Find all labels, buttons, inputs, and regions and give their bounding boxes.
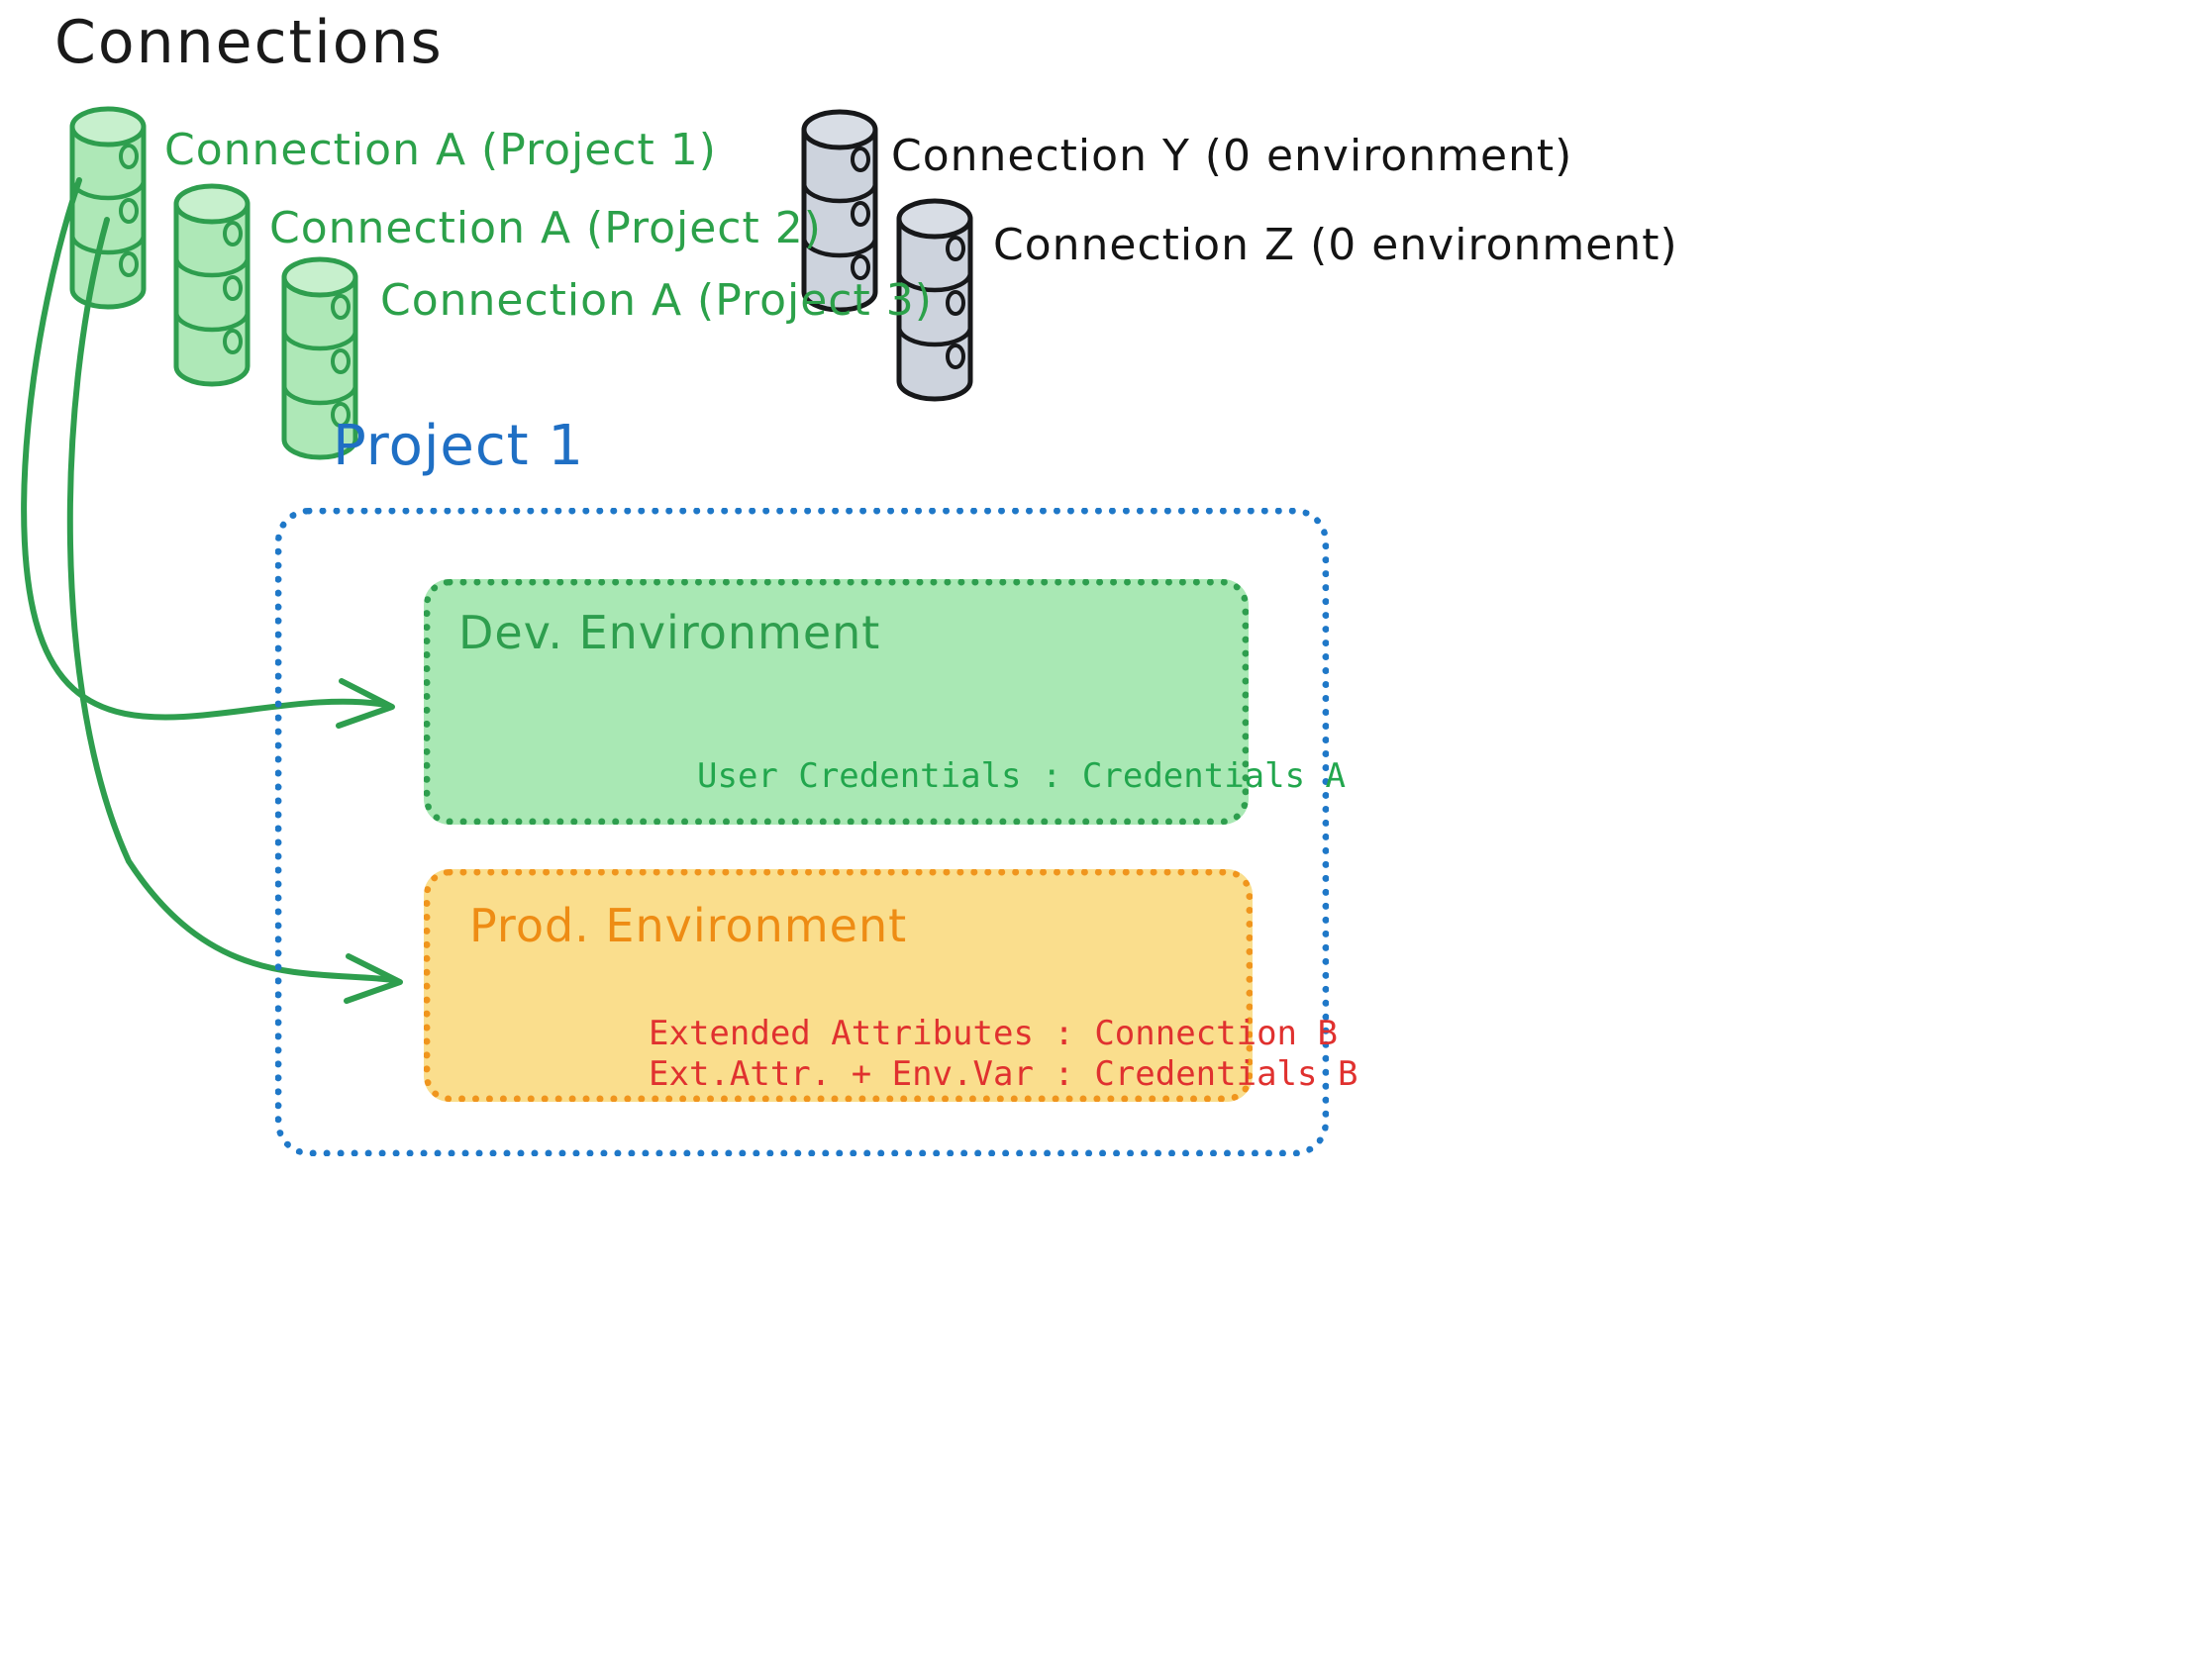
database-icon-connection-a2: [176, 186, 248, 384]
connection-label-y: Connection Y (0 environment): [891, 131, 1573, 181]
connection-label-a-project-3: Connection A (Project 3): [380, 275, 933, 326]
environment-box-dev[interactable]: [424, 579, 1249, 825]
database-icon-connection-a1: [72, 109, 144, 307]
connection-label-a-project-1: Connection A (Project 1): [164, 125, 717, 175]
connection-label-a-project-2: Connection A (Project 2): [269, 203, 822, 253]
environment-entry-prod-ext-attr-env-var: Ext.Attr. + Env.Var : Credentials B: [649, 1054, 1358, 1094]
environment-title-dev: Dev. Environment: [458, 606, 881, 659]
project-container: [275, 508, 1329, 1156]
environment-box-prod[interactable]: [424, 869, 1253, 1102]
connection-label-z: Connection Z (0 environment): [993, 220, 1678, 270]
page-title: Connections: [54, 8, 444, 77]
environment-entry-dev-user-credentials: User Credentials : Credentials A: [697, 756, 1347, 796]
environment-entry-prod-extended-attributes: Extended Attributes : Connection B: [649, 1014, 1338, 1053]
project-title: Project 1: [333, 414, 585, 478]
environment-title-prod: Prod. Environment: [469, 899, 908, 952]
